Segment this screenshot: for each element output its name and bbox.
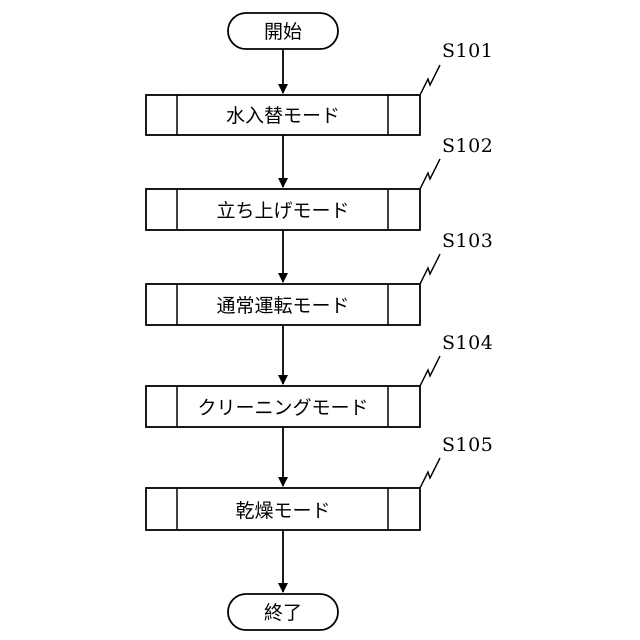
start-terminal: 開始 <box>228 13 338 49</box>
step-id: S104 <box>442 332 493 354</box>
step-label: 水入替モード <box>226 105 340 127</box>
step-s105: 乾燥モード S105 <box>146 434 493 530</box>
leader-line <box>420 65 440 95</box>
step-s102: 立ち上げモード S102 <box>146 135 493 230</box>
step-s104: クリーニングモード S104 <box>146 332 493 427</box>
leader-line <box>420 356 440 386</box>
end-label: 終了 <box>264 602 302 624</box>
leader-line <box>420 254 440 284</box>
step-label: 乾燥モード <box>235 500 330 522</box>
step-label: 立ち上げモード <box>216 200 349 222</box>
step-id: S101 <box>442 40 493 62</box>
start-label: 開始 <box>264 21 302 43</box>
step-id: S102 <box>442 135 493 157</box>
end-terminal: 終了 <box>228 594 338 630</box>
step-id: S103 <box>442 230 493 252</box>
leader-line <box>420 159 440 189</box>
leader-line <box>420 458 440 488</box>
step-s101: 水入替モード S101 <box>146 40 493 135</box>
step-label: クリーニングモード <box>197 397 368 419</box>
step-s103: 通常運転モード S103 <box>146 230 493 325</box>
step-label: 通常運転モード <box>216 295 349 317</box>
step-id: S105 <box>442 434 493 456</box>
